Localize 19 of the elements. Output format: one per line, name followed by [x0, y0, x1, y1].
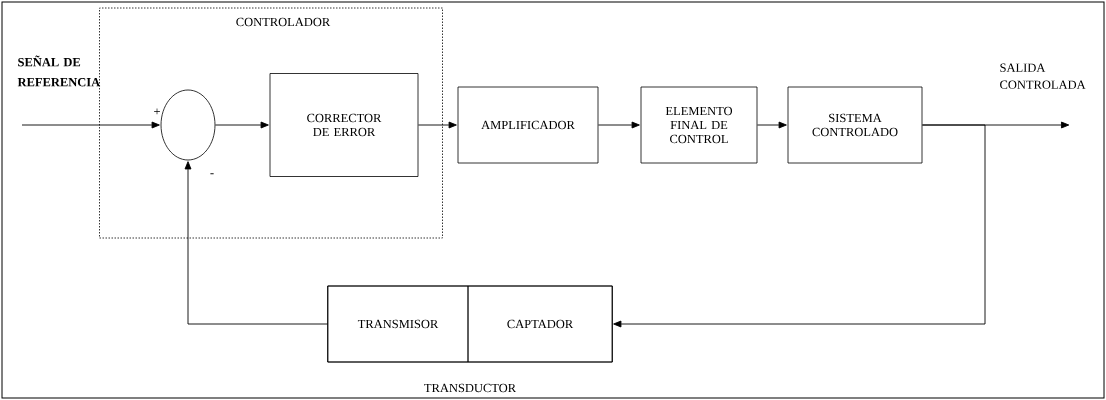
arrow [613, 124, 986, 328]
sign-label: - [210, 173, 214, 175]
sign-label: + [154, 108, 160, 115]
arrow [21, 121, 160, 129]
signal-label: SEÑAL DE REFERENCIA [17, 55, 101, 87]
summing-junction [160, 89, 216, 161]
arrow [417, 121, 457, 129]
process-box: AMPLIFICADOR [457, 86, 599, 164]
process-box: ELEMENTO FINAL DE CONTROL [640, 86, 758, 164]
arrow [756, 121, 787, 129]
arrow [184, 161, 329, 325]
arrow [214, 121, 269, 129]
arrow [597, 121, 640, 129]
signal-label: SALIDA CONTROLADA [1000, 63, 1086, 89]
block-half: CAPTADOR [467, 285, 613, 363]
block-half: TRANSMISOR [327, 285, 469, 363]
process-box: SISTEMA CONTROLADO [787, 86, 923, 164]
node-label: TRANSDUCTOR [424, 383, 517, 393]
process-box: CORRECTOR DE ERROR [269, 73, 419, 177]
